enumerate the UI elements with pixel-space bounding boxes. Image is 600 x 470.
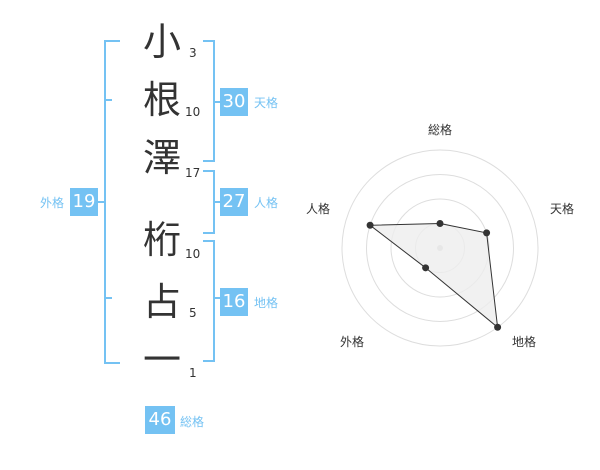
radar-point-gaikaku: [422, 264, 430, 272]
chikaku-value-badge: 16: [220, 288, 248, 316]
bracket-connector: [213, 297, 220, 299]
stroke-count-6: 1: [189, 366, 197, 380]
name-char-6: 一: [142, 338, 181, 382]
radar-ring: [341, 149, 539, 347]
stroke-count-1: 3: [189, 46, 197, 60]
tenkaku-value-badge: 30: [220, 88, 248, 116]
jinkaku-value-badge: 27: [220, 188, 248, 216]
radar-label-chikaku: 地格: [511, 335, 536, 349]
stroke-count-5: 5: [189, 306, 197, 320]
soukaku-label: 総格: [180, 415, 205, 429]
bracket-connector: [213, 101, 220, 103]
radar-point-chikaku: [494, 323, 502, 331]
name-char-2: 根: [142, 78, 181, 122]
name-char-4: 桁: [142, 218, 181, 262]
stroke-count-3: 17: [185, 166, 201, 180]
radar-label-gaikaku: 外格: [339, 335, 364, 349]
radar-label-jinkaku: 人格: [305, 202, 330, 216]
radar-point-jinkaku: [366, 221, 374, 229]
name-char-3: 澤: [142, 136, 181, 180]
stroke-count-4: 10: [185, 247, 201, 261]
chikaku-bracket: [203, 240, 215, 362]
gaikaku-value-badge: 19: [70, 188, 98, 216]
radar-point-soukaku: [436, 220, 444, 227]
radar-label-soukaku: 総格: [427, 123, 452, 137]
bracket-connector: [213, 201, 220, 203]
bracket-tick: [104, 297, 112, 299]
name-char-1: 小: [142, 20, 181, 64]
bracket-connector: [96, 201, 105, 203]
radar-shape: [368, 222, 499, 329]
bracket-tick: [104, 99, 112, 101]
tenkaku-label: 天格: [254, 96, 279, 110]
gaikaku-label: 外格: [40, 196, 65, 210]
gaikaku-bracket: [104, 40, 120, 364]
jinkaku-label: 人格: [254, 196, 279, 210]
stroke-count-2: 10: [185, 105, 201, 119]
radar-label-tenkaku: 天格: [549, 202, 574, 216]
radar-ring: [366, 174, 514, 322]
name-char-5: 占: [142, 280, 181, 324]
radar-ring: [390, 198, 490, 298]
soukaku-value-badge: 46: [145, 406, 175, 434]
radar-point-tenkaku: [483, 229, 491, 237]
chikaku-label: 地格: [254, 296, 279, 310]
